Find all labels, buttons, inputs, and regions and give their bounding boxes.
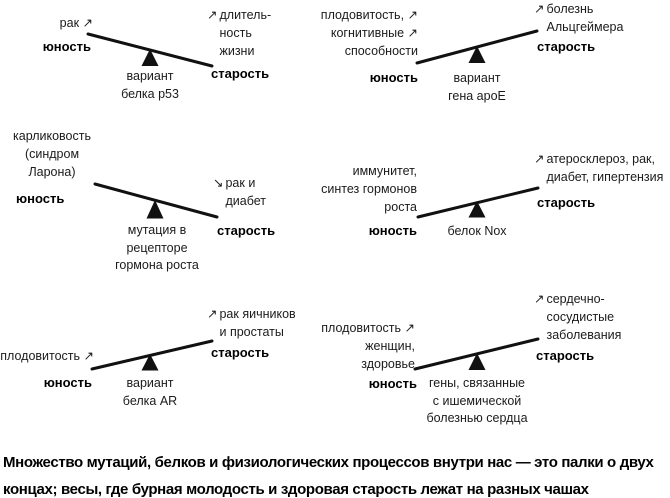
youth-risk-label: иммунитет, синтез гормонов роста <box>321 164 417 214</box>
down-arrow-icon: ↘ <box>213 176 224 190</box>
oldage-risk-text: рак и диабет <box>225 176 266 208</box>
up-arrow-icon: ↗ <box>207 307 218 321</box>
youth-label: юность <box>369 70 418 85</box>
up-arrow-icon: ↗ <box>534 152 545 166</box>
up-arrow-icon: ↗ <box>534 292 545 306</box>
fulcrum-label: вариант гена apoE <box>448 71 506 103</box>
oldage-label: старость <box>537 195 596 210</box>
beam-line <box>416 186 540 219</box>
beam-line <box>93 182 219 219</box>
oldage-risk-text: рак яичников и простаты <box>219 307 296 339</box>
up-arrow-icon: ↗ <box>207 8 218 22</box>
oldage-label: старость <box>211 66 270 81</box>
oldage-risk-label: ↗ рак яичников и простаты <box>207 305 296 341</box>
fulcrum-triangle-icon <box>468 353 486 370</box>
youth-label: юность <box>43 375 92 390</box>
figure-caption: Множество мутаций, белков и физиологичес… <box>3 454 654 498</box>
oldage-label: старость <box>211 345 270 360</box>
fulcrum-triangle-icon <box>141 49 159 66</box>
oldage-risk-label: ↗ болезнь Альцгеймера <box>534 0 623 36</box>
fulcrum-label: вариант белка AR <box>122 376 178 408</box>
oldage-risk-label: ↗ сердечно- сосудистые заболевания <box>534 290 621 344</box>
oldage-risk-label: ↗ длитель- ность жизни <box>207 6 271 60</box>
oldage-risk-text: болезнь Альцгеймера <box>546 2 624 34</box>
youth-label: юность <box>42 39 91 54</box>
youth-risk-label: плодовитость ↗ <box>0 349 94 363</box>
fulcrum-triangle-icon <box>141 354 159 371</box>
fulcrum-label: гены, связанные с ишемической болезнью с… <box>426 376 528 425</box>
youth-risk-label: карликовость (синдром Ларона) <box>13 129 91 179</box>
youth-risk-label: плодовитость, ↗ когнитивные ↗ способност… <box>320 8 418 58</box>
oldage-risk-label: ↘ рак и диабет <box>213 174 266 210</box>
oldage-risk-text: сердечно- сосудистые заболевания <box>546 292 622 342</box>
oldage-risk-text: длитель- ность жизни <box>219 8 272 58</box>
oldage-label: старость <box>217 223 276 238</box>
oldage-label: старость <box>536 348 595 363</box>
up-arrow-icon: ↗ <box>534 2 545 16</box>
fulcrum-label: белок Nox <box>447 224 507 238</box>
fulcrum-triangle-icon <box>468 46 486 63</box>
youth-risk-label: рак ↗ <box>59 16 93 30</box>
fulcrum-triangle-icon <box>468 201 486 218</box>
youth-risk-label: плодовитость ↗ женщин, здоровье <box>321 321 415 371</box>
oldage-risk-text: атеросклероз, рак, диабет, гипертензия <box>546 152 664 184</box>
fulcrum-triangle-icon <box>146 200 164 219</box>
beam-line <box>90 339 214 371</box>
oldage-label: старость <box>537 39 596 54</box>
oldage-risk-label: ↗ атеросклероз, рак, диабет, гипертензия <box>534 150 663 186</box>
fulcrum-label: вариант белка p53 <box>121 69 179 101</box>
youth-label: юность <box>368 223 417 238</box>
youth-label: юность <box>368 376 417 391</box>
youth-label: юность <box>16 191 65 206</box>
fulcrum-label: мутация в рецепторе гормона роста <box>115 223 199 272</box>
